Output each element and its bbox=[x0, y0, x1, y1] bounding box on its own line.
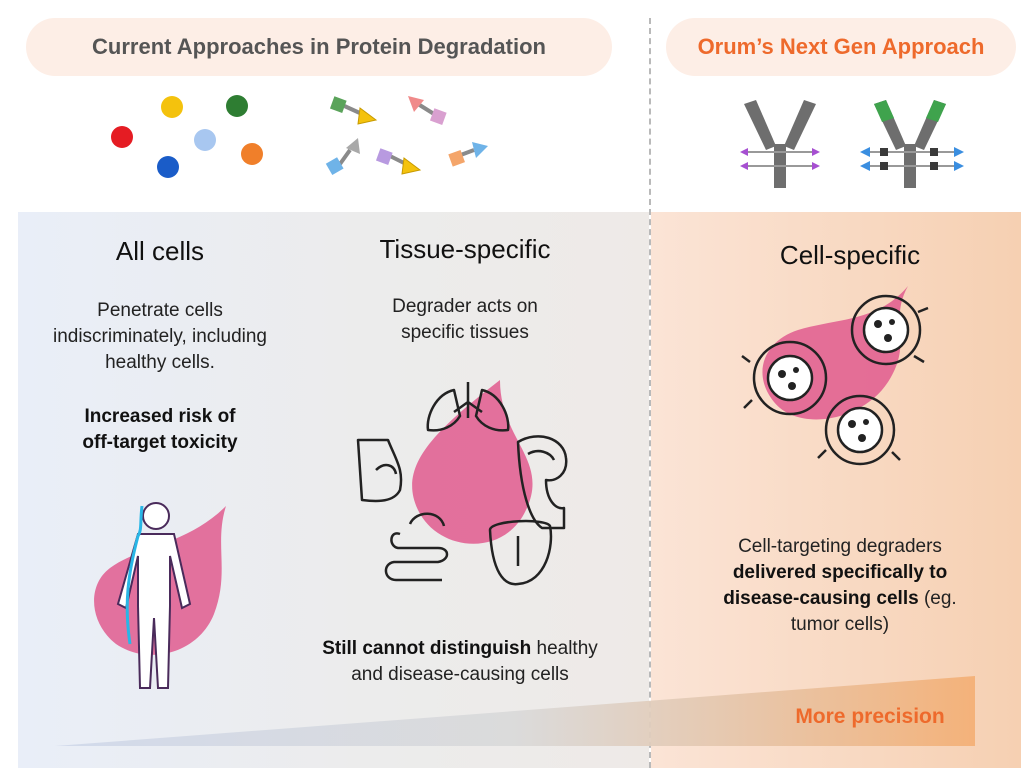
next-gen-header: Orum’s Next Gen Approach bbox=[666, 18, 1016, 76]
next-gen-panel bbox=[651, 212, 1021, 768]
cell-specific-line-3-bold: disease-causing cells bbox=[723, 588, 919, 609]
liver-icon bbox=[488, 519, 553, 586]
all-cells-title: All cells bbox=[115, 236, 205, 266]
intestine-icon bbox=[384, 512, 449, 582]
cell-specific-title: Cell-specific bbox=[779, 240, 921, 270]
tissue-specific-note-rest: healthy bbox=[531, 638, 598, 659]
all-cells-desc-3: healthy cells. bbox=[105, 352, 215, 373]
antibody-degrader-conjugate-icon bbox=[740, 100, 964, 188]
colored-dots-icon bbox=[111, 95, 263, 178]
cell-specific-line-1: Cell-targeting degraders bbox=[738, 536, 942, 557]
current-approaches-title: Current Approaches in Protein Degradatio… bbox=[92, 34, 546, 59]
all-cells-desc-1: Penetrate cells bbox=[97, 300, 223, 321]
all-cells-risk-1: Increased risk of bbox=[84, 406, 236, 427]
organ-ring bbox=[356, 380, 568, 586]
cell-specific-line-3-rest: (eg. bbox=[918, 588, 957, 609]
stomach-icon bbox=[356, 438, 403, 503]
tissue-specific-title: Tissue-specific bbox=[379, 234, 551, 264]
all-cells-risk-2: off-target toxicity bbox=[82, 432, 238, 453]
tissue-specific-desc-2: specific tissues bbox=[401, 322, 529, 343]
current-approaches-panel bbox=[18, 212, 649, 768]
current-approaches-header: Current Approaches in Protein Degradatio… bbox=[26, 18, 612, 76]
tissue-specific-note-bold: Still cannot distinguish bbox=[322, 638, 532, 659]
human-body-icon bbox=[94, 502, 227, 689]
tissue-specific-note-1: Still cannot distinguish healthy bbox=[290, 636, 630, 662]
lungs-icon bbox=[426, 382, 510, 432]
cell-specific-line-3: disease-causing cells (eg. bbox=[670, 586, 1010, 612]
section-divider bbox=[649, 18, 651, 768]
cell-specific-line-4: tumor cells) bbox=[790, 614, 890, 635]
bifunctional-degrader-icon bbox=[325, 96, 488, 176]
all-cells-desc-2: indiscriminately, including bbox=[52, 326, 268, 347]
pancreas-icon bbox=[516, 435, 568, 530]
more-precision-label: More precision bbox=[795, 705, 945, 728]
next-gen-title: Orum’s Next Gen Approach bbox=[697, 34, 985, 59]
tissue-specific-desc-1: Degrader acts on bbox=[392, 296, 538, 317]
tissue-specific-note-2: and disease-causing cells bbox=[351, 664, 569, 685]
tumor-cell-icon bbox=[741, 286, 929, 466]
cell-specific-line-2: delivered specifically to bbox=[732, 562, 948, 583]
